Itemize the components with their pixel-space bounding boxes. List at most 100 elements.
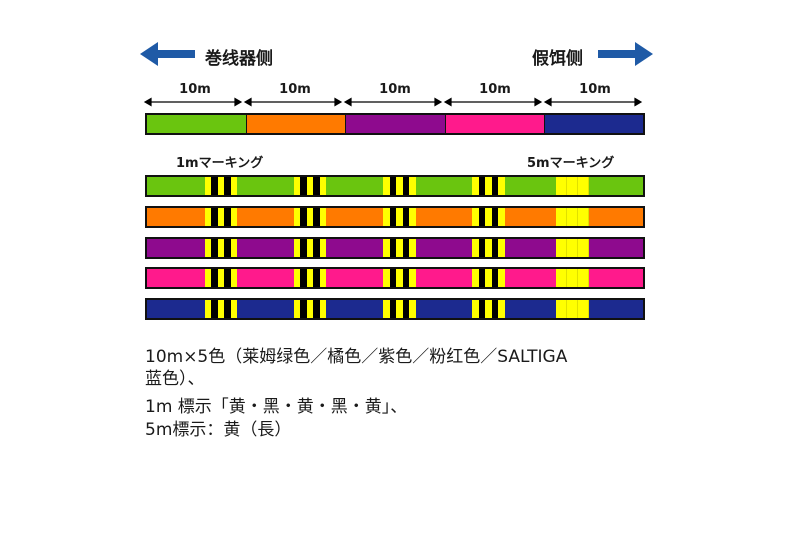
one-meter-marker-stripe — [306, 300, 314, 318]
one-meter-marker-stripe — [396, 208, 403, 226]
one-meter-marker-stripe — [409, 300, 416, 318]
one-meter-marker-stripe — [389, 239, 397, 257]
lure-side-label: 假饵侧 — [532, 49, 583, 69]
marking-bar-purple — [145, 237, 645, 259]
color-segment — [246, 115, 346, 133]
five-meter-marker — [555, 300, 590, 318]
segment-length-label: 10m — [479, 82, 511, 97]
one-meter-marker-stripe — [217, 239, 225, 257]
one-meter-marker-stripe — [293, 208, 301, 226]
one-meter-marker-stripe — [313, 177, 320, 195]
one-meter-marker-stripe — [313, 239, 320, 257]
five-meter-marking-label: 5mマーキング — [527, 156, 615, 171]
one-meter-marker-stripe — [485, 239, 492, 257]
five-meter-marker — [555, 177, 590, 195]
one-meter-marker-stripe — [498, 269, 505, 287]
segment-length-label: 10m — [379, 82, 411, 97]
one-meter-marker-stripe — [300, 269, 307, 287]
right-arrow-icon — [598, 42, 653, 66]
one-meter-marker-stripe — [478, 269, 486, 287]
one-meter-marker-stripe — [383, 208, 390, 226]
one-meter-marker-stripe — [300, 177, 307, 195]
one-meter-marker-stripe — [409, 239, 416, 257]
one-meter-marker-stripe — [402, 269, 410, 287]
color-segment — [147, 115, 247, 133]
one-meter-marker-stripe — [472, 208, 479, 226]
one-meter-marker-stripe — [313, 269, 320, 287]
one-meter-marker-stripe — [478, 208, 486, 226]
one-meter-marker-stripe — [498, 300, 505, 318]
one-meter-marker-stripe — [204, 239, 212, 257]
dimension-arrows — [143, 97, 643, 107]
color-segment-bar — [145, 113, 645, 135]
one-meter-marker-stripe — [217, 269, 225, 287]
one-meter-marker-stripe — [211, 208, 218, 226]
reel-side-label: 巻线器侧 — [205, 49, 273, 69]
one-meter-marker-stripe — [306, 177, 314, 195]
left-arrow-icon — [140, 42, 195, 66]
description-line-3: 1m 標示「黄・黑・黄・黑・黄」、 — [145, 397, 408, 417]
one-meter-marker-stripe — [319, 269, 327, 287]
one-meter-marker-stripe — [491, 269, 499, 287]
one-meter-marker-stripe — [478, 239, 486, 257]
one-meter-marker-stripe — [230, 300, 238, 318]
one-meter-marker-stripe — [402, 208, 410, 226]
one-meter-marker-stripe — [230, 177, 238, 195]
one-meter-marker-stripe — [319, 239, 327, 257]
one-meter-marker-stripe — [230, 208, 238, 226]
one-meter-marker-stripe — [224, 269, 231, 287]
one-meter-marker-stripe — [224, 208, 231, 226]
one-meter-marker-stripe — [306, 269, 314, 287]
one-meter-marker-stripe — [204, 269, 212, 287]
one-meter-marker-stripe — [396, 177, 403, 195]
one-meter-marker-stripe — [211, 177, 218, 195]
one-meter-marker-stripe — [319, 300, 327, 318]
one-meter-marker-stripe — [485, 208, 492, 226]
one-meter-marker-stripe — [472, 239, 479, 257]
one-meter-marker-stripe — [224, 239, 231, 257]
one-meter-marker-stripe — [383, 177, 390, 195]
one-meter-marker-stripe — [293, 269, 301, 287]
marking-bar-blue — [145, 298, 645, 320]
one-meter-marker-stripe — [313, 208, 320, 226]
five-meter-marker — [555, 208, 590, 226]
one-meter-marker-stripe — [313, 300, 320, 318]
one-meter-marker-stripe — [402, 300, 410, 318]
one-meter-marker-stripe — [402, 177, 410, 195]
one-meter-marker-stripe — [409, 208, 416, 226]
one-meter-marker-stripe — [389, 300, 397, 318]
marking-bar-orange — [145, 206, 645, 228]
one-meter-marker-stripe — [485, 300, 492, 318]
five-meter-marker — [555, 239, 590, 257]
one-meter-marker-stripe — [306, 208, 314, 226]
one-meter-marker-stripe — [491, 208, 499, 226]
one-meter-marking-label: 1mマーキング — [176, 156, 264, 171]
one-meter-marker-stripe — [389, 269, 397, 287]
one-meter-marker-stripe — [211, 300, 218, 318]
one-meter-marker-stripe — [383, 300, 390, 318]
color-segment — [345, 115, 445, 133]
one-meter-marker-stripe — [472, 269, 479, 287]
one-meter-marker-stripe — [293, 177, 301, 195]
one-meter-marker-stripe — [491, 239, 499, 257]
one-meter-marker-stripe — [491, 300, 499, 318]
one-meter-marker-stripe — [383, 269, 390, 287]
one-meter-marker-stripe — [491, 177, 499, 195]
color-segment — [543, 115, 643, 133]
segment-length-label: 10m — [279, 82, 311, 97]
one-meter-marker-stripe — [224, 177, 231, 195]
one-meter-marker-stripe — [300, 239, 307, 257]
one-meter-marker-stripe — [211, 269, 218, 287]
one-meter-marker-stripe — [389, 208, 397, 226]
one-meter-marker-stripe — [217, 300, 225, 318]
one-meter-marker-stripe — [293, 300, 301, 318]
one-meter-marker-stripe — [293, 239, 301, 257]
one-meter-marker-stripe — [306, 239, 314, 257]
one-meter-marker-stripe — [389, 177, 397, 195]
one-meter-marker-stripe — [396, 239, 403, 257]
one-meter-marker-stripe — [204, 208, 212, 226]
one-meter-marker-stripe — [383, 239, 390, 257]
color-segment — [444, 115, 544, 133]
description-line-4: 5m標示：黄（長） — [145, 420, 292, 440]
one-meter-marker-stripe — [217, 177, 225, 195]
